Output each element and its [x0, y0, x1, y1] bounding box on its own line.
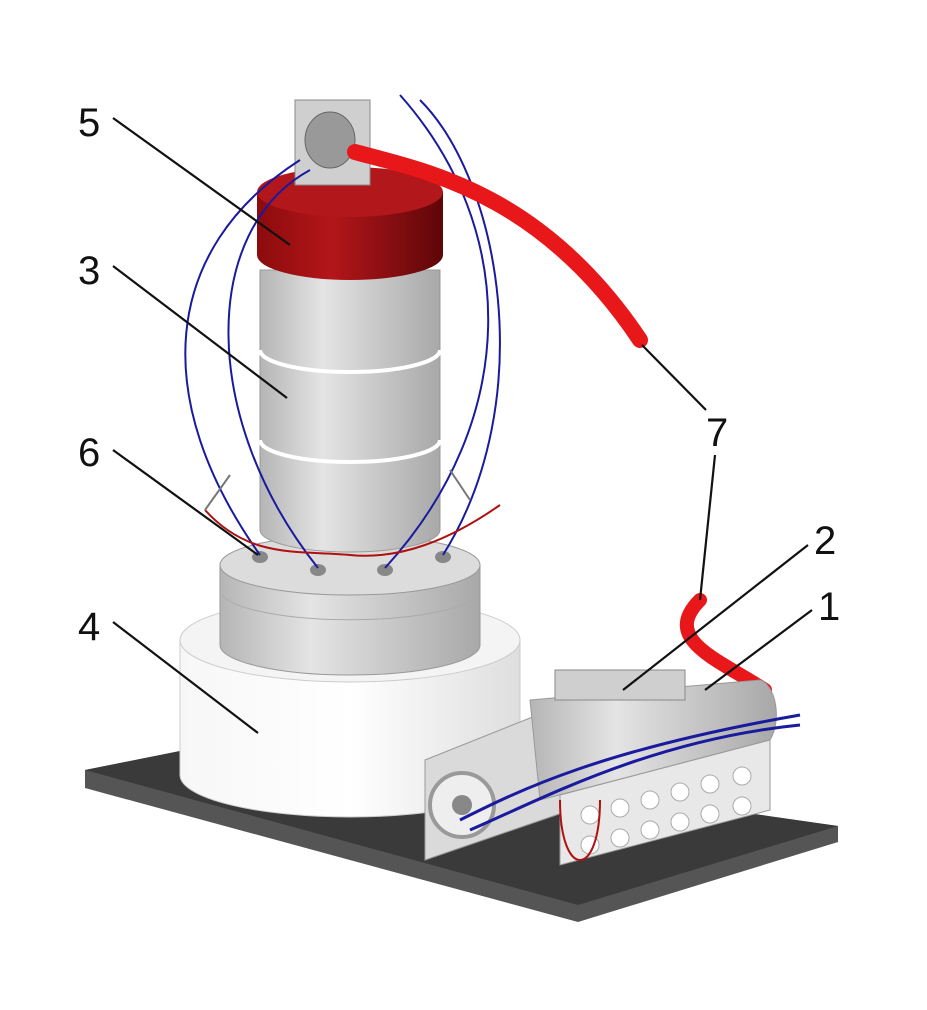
leader-4	[112, 621, 259, 734]
leader-3	[112, 265, 288, 399]
lower-metal-cylinder	[219, 534, 481, 676]
wires	[184, 94, 501, 569]
leader-5	[112, 117, 291, 246]
coil-assembly	[424, 669, 801, 866]
label-5: 5	[78, 101, 100, 145]
column-cylinder	[258, 269, 442, 553]
label-4: 4	[78, 605, 100, 649]
leader-6	[112, 449, 259, 556]
label-1: 1	[818, 585, 840, 629]
label-7: 7	[706, 411, 728, 455]
label-3: 3	[78, 249, 100, 293]
leader-7b	[698, 454, 717, 601]
leader-1	[704, 609, 813, 691]
red-cable	[347, 144, 772, 697]
leader-2	[622, 544, 809, 691]
label-2: 2	[814, 519, 836, 563]
label-6: 6	[78, 431, 100, 475]
red-cap	[257, 99, 443, 280]
leader-7a	[641, 344, 707, 411]
top-slot-plate	[554, 669, 686, 701]
leader-lines	[112, 117, 813, 734]
